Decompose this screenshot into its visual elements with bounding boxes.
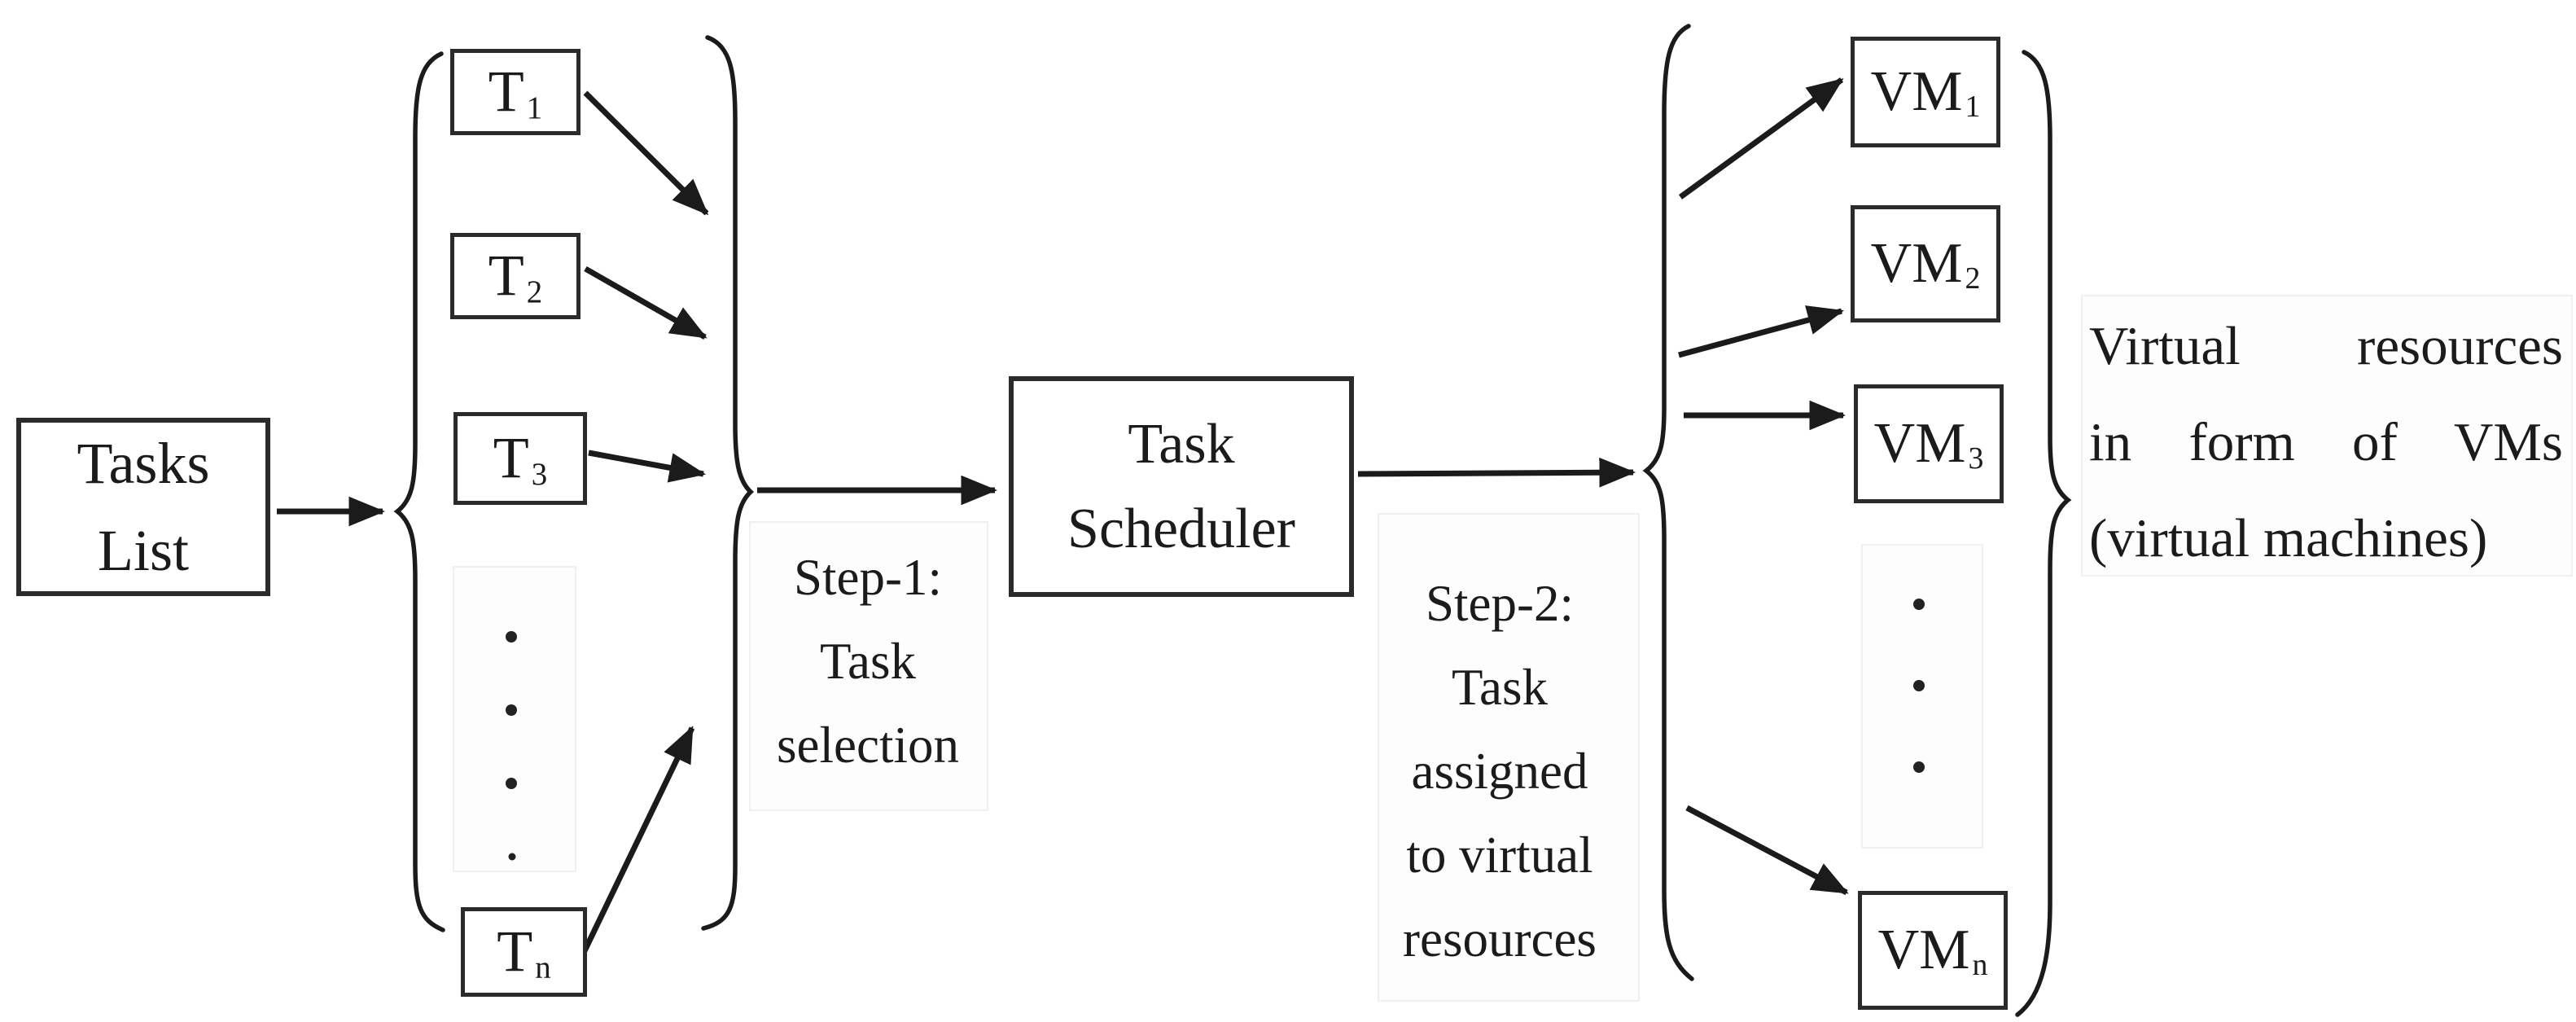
arrow-brace-to-vm1 xyxy=(1678,77,1844,200)
arrow-t3-to-brace xyxy=(588,450,707,483)
task-dot xyxy=(506,704,517,716)
task-t2-label: T2 xyxy=(488,243,543,309)
task-tn-label: Tn xyxy=(497,919,551,985)
step2-line5: resources xyxy=(1403,910,1597,967)
vm-dots-ghost-frame xyxy=(1861,544,1983,849)
vm-box-vm3: VM3 xyxy=(1854,384,2004,503)
step1-line2: Task xyxy=(819,633,917,690)
arrow-brace-to-vm2 xyxy=(1678,305,1845,358)
vmn-label: VMn xyxy=(1877,918,1988,983)
vm-box-vmn: VMn xyxy=(1858,891,2008,1010)
vm2-subscript: 2 xyxy=(1965,261,1981,296)
task-t1-subscript: 1 xyxy=(526,90,543,125)
tasks-list-box: Tasks List xyxy=(16,418,270,596)
tasks-list-line2: List xyxy=(97,517,189,583)
task-ellipsis-dots xyxy=(506,631,517,861)
vm-dot xyxy=(1913,599,1925,610)
scheduler-line2: Scheduler xyxy=(1067,497,1295,560)
note-line2: in form of VMs xyxy=(2089,412,2563,472)
step1-line3: selection xyxy=(777,717,959,774)
task-dot xyxy=(506,631,517,643)
task-box-t1: T1 xyxy=(450,49,580,135)
task-tn-subscript: n xyxy=(535,950,551,985)
scheduler-line1: Task xyxy=(1128,412,1235,476)
task-dot xyxy=(508,853,516,861)
task-t1-label: T1 xyxy=(488,59,543,125)
vm2-label: VM2 xyxy=(1870,231,1981,296)
task-dot xyxy=(506,778,517,789)
arrow-scheduler-to-vms xyxy=(1357,457,1636,488)
vms-close-brace xyxy=(2015,50,2072,1017)
task-box-t2: T2 xyxy=(450,233,580,319)
step1-ghost-frame xyxy=(749,521,988,811)
note-ghost-frame xyxy=(2081,295,2573,577)
step2-line1: Step-2: xyxy=(1426,575,1574,632)
vm1-label: VM1 xyxy=(1870,59,1981,125)
tasks-open-brace xyxy=(393,51,445,932)
arrow-tn-to-brace xyxy=(578,726,695,959)
task-t3-subscript: 3 xyxy=(531,456,548,492)
step2-label: Step-2: Task assigned to virtual resourc… xyxy=(1365,562,1634,981)
vm-ellipsis-dots xyxy=(1913,599,1925,773)
tasks-close-brace xyxy=(701,35,755,931)
arrow-brace-to-vmn xyxy=(1685,805,1849,896)
vms-open-brace xyxy=(1642,24,1694,981)
vm-dot xyxy=(1913,761,1925,773)
vm-box-vm2: VM2 xyxy=(1851,205,2000,322)
vm3-subscript: 3 xyxy=(1968,441,1984,476)
task-scheduler-box: Task Scheduler xyxy=(1009,376,1354,597)
task-dots-ghost-frame xyxy=(453,566,576,872)
vm-box-vm1: VM1 xyxy=(1851,37,2000,147)
task-t2-subscript: 2 xyxy=(526,274,543,309)
arrow-t1-to-brace xyxy=(583,90,709,216)
step1-line1: Step-1: xyxy=(794,549,942,606)
step2-line4: to virtual xyxy=(1406,827,1593,884)
task-box-t3: T3 xyxy=(453,412,587,505)
virtual-resources-note: Virtual resources in form of VMs (virtua… xyxy=(2089,298,2563,586)
task-box-tn: Tn xyxy=(461,907,587,997)
step1-label: Step-1: Task selection xyxy=(734,536,1002,787)
task-t3-label: T3 xyxy=(493,425,548,492)
step2-line3: assigned xyxy=(1411,743,1588,800)
arrow-t2-to-brace xyxy=(584,265,708,340)
vm3-label: VM3 xyxy=(1873,411,1984,476)
vmn-subscript: n xyxy=(1972,948,1988,983)
step2-ghost-frame xyxy=(1378,513,1640,1002)
step2-line2: Task xyxy=(1451,659,1549,716)
vm1-subscript: 1 xyxy=(1965,90,1981,125)
vm-dot xyxy=(1913,680,1925,691)
note-line3: (virtual machines) xyxy=(2089,508,2488,568)
note-line1: Virtual resources xyxy=(2089,316,2563,376)
tasks-list-line1: Tasks xyxy=(77,430,210,496)
